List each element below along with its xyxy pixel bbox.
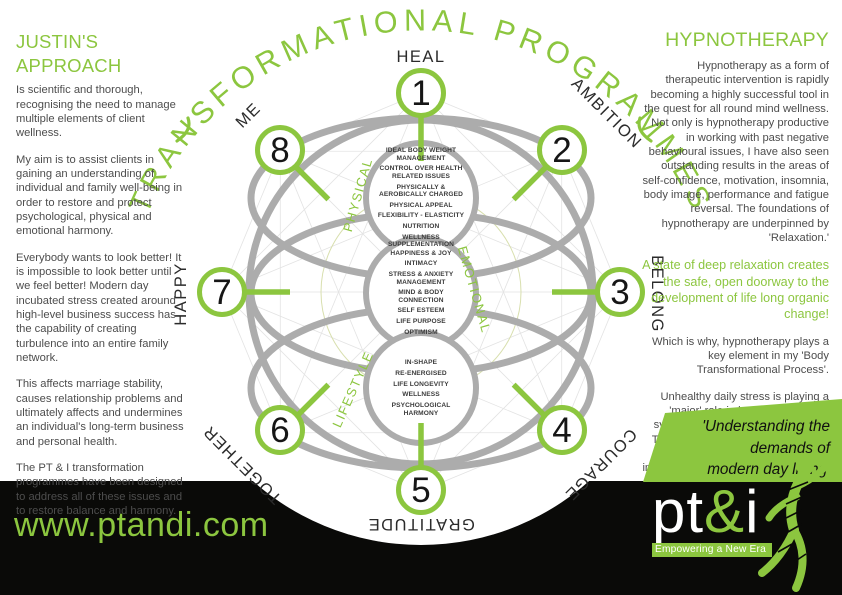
- physical-list-item: CONTROL OVER HEALTH RELATED ISSUES: [379, 165, 463, 180]
- physical-list-item: WELLNESS SUPPLEMENTATION: [387, 233, 455, 249]
- emotional-list-item: SELF ESTEEM: [397, 307, 445, 315]
- node-1-heal: 1: [396, 68, 446, 118]
- node-6-together: 6: [255, 405, 305, 455]
- node-4-courage: 4: [537, 405, 587, 455]
- node-8-me: 8: [255, 125, 305, 175]
- lifestyle-list-item: LIFE LONGEVITY: [393, 380, 449, 388]
- connector-stub: [294, 382, 331, 419]
- emotional-list-item: LIFE PURPOSE: [396, 318, 446, 326]
- logo-ampersand: &: [704, 478, 746, 545]
- physical-list-item: PHYSICAL APPEAL: [389, 201, 453, 209]
- label-happy: HAPPY: [172, 262, 190, 325]
- left-paragraph: The PT & I transformation programmes hav…: [16, 461, 183, 517]
- left-column: JUSTIN'S APPROACH Is scientific and thor…: [16, 30, 188, 530]
- left-heading: JUSTIN'S APPROACH: [16, 31, 122, 76]
- node-3-belong: 3: [595, 267, 645, 317]
- label-heal: HEAL: [396, 48, 445, 66]
- lifestyle-list-item: PSYCHOLOGICAL HARMONY: [391, 402, 451, 417]
- node-1-number: 1: [411, 74, 430, 113]
- lifestyle-list-item: WELLNESS: [402, 391, 440, 399]
- node-2-ambition: 2: [537, 125, 587, 175]
- node-7-number: 7: [212, 273, 231, 312]
- node-2-number: 2: [552, 131, 571, 170]
- emotional-list-item: MIND & BODY CONNECTION: [398, 289, 444, 304]
- physical-list-item: PHYSICALLY & AEROBICALLY CHARGED: [379, 183, 463, 198]
- physical-list-item: IDEAL BODY WEIGHT MANAGEMENT: [385, 147, 457, 162]
- right-swoosh-icon: [637, 116, 653, 143]
- physical-list-item: NUTRITION: [402, 223, 440, 231]
- lifestyle-list-item: RE-ENERGISED: [395, 369, 447, 377]
- emotional-list-item: INTIMACY: [404, 260, 438, 268]
- physical-list-item: FLEXIBILITY - ELASTICITY: [377, 212, 465, 220]
- emotional-list-item: HAPPINESS & JOY: [390, 249, 452, 257]
- label-belong: BELONG: [648, 255, 666, 333]
- website-url[interactable]: www.ptandi.com: [14, 506, 269, 544]
- emotional-list-item: OPTIMISM: [404, 328, 438, 336]
- web-line: [561, 151, 621, 293]
- connector-stub: [511, 165, 548, 202]
- node-7-happy: 7: [197, 267, 247, 317]
- right-paragraph: Which is why, hypnotherapy plays a key e…: [651, 335, 829, 377]
- right-paragraph: Hypnotherapy as a form of therapeutic in…: [642, 59, 829, 244]
- lifestyle-list: IN-SHAPE RE-ENERGISED LIFE LONGEVITY WELLNE…: [361, 338, 481, 438]
- label-gratitude: GRATITUDE: [367, 515, 475, 533]
- node-3-number: 3: [610, 273, 629, 312]
- quote-line: 'Understanding the: [702, 418, 830, 435]
- lifestyle-list-item: IN-SHAPE: [404, 359, 438, 367]
- connector-stub: [294, 165, 331, 202]
- left-paragraph: Everybody wants to look better! It is im…: [16, 251, 182, 364]
- left-paragraph: This affects marriage stability, causes …: [16, 378, 184, 448]
- web-line: [221, 151, 281, 293]
- left-swoosh-icon: [175, 116, 191, 143]
- quote-line: demands of: [750, 439, 830, 457]
- green-connector-lines: [245, 116, 597, 468]
- logo-pt: pt: [652, 478, 705, 545]
- node-5-gratitude: 5: [396, 465, 446, 515]
- node-8-number: 8: [270, 131, 289, 170]
- logo-tagline: Empowering a New Era: [652, 542, 773, 557]
- ptandi-logo: pt&i Empowering a New Era: [652, 482, 773, 557]
- athlete-figure-icon: [758, 452, 838, 592]
- node-4-number: 4: [552, 411, 571, 450]
- right-highlight-paragraph: A state of deep relaxation creates the s…: [642, 258, 829, 322]
- node-6-number: 6: [270, 411, 289, 450]
- left-paragraph: Is scientific and thorough, recognising …: [16, 84, 176, 140]
- emotional-list: HAPPINESS & JOY INTIMACY STRESS & ANXIETY …: [361, 243, 481, 343]
- left-paragraph: My aim is to assist clients in gaining a…: [16, 153, 183, 238]
- physical-list: IDEAL BODY WEIGHT MANAGEMENT CONTROL OVER…: [361, 147, 481, 249]
- emotional-list-item: STRESS & ANXIETY MANAGEMENT: [388, 271, 454, 286]
- logo-i: i: [745, 478, 760, 545]
- right-heading: HYPNOTHERAPY: [665, 29, 829, 51]
- connector-stub: [511, 382, 548, 419]
- logo-wordmark: pt&i: [652, 482, 772, 542]
- node-5-number: 5: [411, 471, 430, 510]
